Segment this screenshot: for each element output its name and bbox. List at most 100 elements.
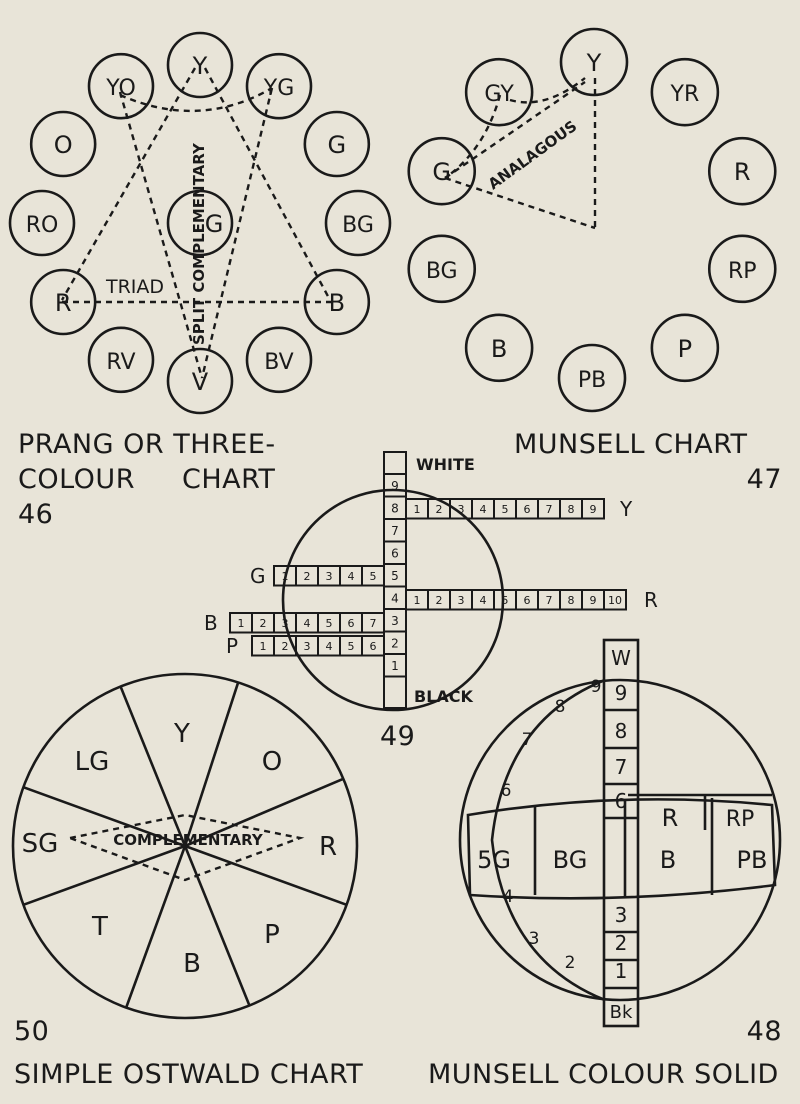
prang-caption-chart: CHART xyxy=(182,464,275,495)
ostwald-segment-label: O xyxy=(262,747,282,777)
ostwald-spoke xyxy=(119,686,187,847)
prang-triad-line xyxy=(60,67,197,301)
ostwald-spoke xyxy=(184,777,344,848)
munsell-hue-label: P xyxy=(678,335,692,363)
ostwald-outer-circle xyxy=(11,672,359,1020)
prang-split-line xyxy=(200,87,274,379)
solid-chroma-label: 3 xyxy=(529,929,540,949)
ostwald-segment-label: R xyxy=(319,832,337,862)
munsell-hue-label: PB xyxy=(578,368,606,393)
prang-split-line xyxy=(118,91,204,379)
grid-blue-row-value: 5 xyxy=(326,617,333,630)
grid-blue-row-value: 3 xyxy=(282,617,289,630)
munsell-analagous-line xyxy=(444,176,596,230)
prang-hue-label: RV xyxy=(106,350,135,375)
prang-split-line xyxy=(119,86,273,113)
grid-purple-row-value: 6 xyxy=(370,640,377,653)
grid-value-label: 9 xyxy=(391,479,399,493)
munsell-hue-label: B xyxy=(491,335,507,363)
munsell-hue-label: RP xyxy=(728,259,757,284)
munsell-hue-circle xyxy=(707,234,777,304)
grid-yellow-row-value: 9 xyxy=(590,503,597,516)
prang-caption-colour: COLOUR xyxy=(18,464,135,495)
solid-value-label: 2 xyxy=(615,931,628,955)
prang-hue-circle xyxy=(8,189,76,257)
prang-hue-label: RO xyxy=(26,213,59,238)
grid-red-row-value: 8 xyxy=(568,594,575,607)
munsell-hue-circle xyxy=(464,57,534,127)
prang-hue-circle xyxy=(166,31,234,99)
munsell-analagous-line xyxy=(444,94,502,179)
ostwald-segment-label: T xyxy=(91,912,108,942)
grid-green-row-label: G xyxy=(250,564,266,588)
grid-yellow-row-value: 8 xyxy=(568,503,575,516)
prang-hue-label: BV xyxy=(264,350,293,375)
grid-red-row-value: 2 xyxy=(436,594,443,607)
grid-green-row-value: 4 xyxy=(348,570,355,583)
grid-yellow-row-value: 3 xyxy=(458,503,465,516)
solid-value-column xyxy=(602,638,640,1028)
grid-red-row-value: 1 xyxy=(414,594,421,607)
grid-purple-row-value: 4 xyxy=(326,640,333,653)
solid-value-label: 1 xyxy=(615,959,628,983)
ostwald-figure-number: 50 xyxy=(14,1016,49,1047)
ostwald-segment-label: B xyxy=(183,949,201,979)
munsell-figure-number: 47 xyxy=(747,464,782,495)
munsell-hue-label: Y xyxy=(586,49,602,77)
ostwald-complementary-label: COMPLEMENTARY xyxy=(113,831,264,849)
grid-red-row-value: 3 xyxy=(458,594,465,607)
grid-green-row-value: 1 xyxy=(282,570,289,583)
solid-band-label: BG xyxy=(553,846,588,874)
grid-red-row-label: R xyxy=(644,588,658,612)
solid-chroma-label: 2 xyxy=(565,953,576,973)
ostwald-chart: Y O R P B T SG LG COMPLEMENTARY 50 SIMPLE OSTWA… xyxy=(11,672,363,1090)
prang-hue-label: YG xyxy=(263,76,295,101)
munsell-hue-circle xyxy=(650,57,720,127)
prang-hue-label: Y xyxy=(192,52,208,80)
solid-chroma-label: 8 xyxy=(555,697,566,717)
ostwald-segment-label: LG xyxy=(75,747,110,777)
ostwald-segment-label: Y xyxy=(173,719,190,749)
solid-caption: MUNSELL COLOUR SOLID xyxy=(428,1059,779,1090)
grid-red-row-value: 5 xyxy=(502,594,509,607)
munsell-analagous-line xyxy=(509,77,586,104)
grid-yellow-row-value: 7 xyxy=(546,503,553,516)
prang-hue-circle xyxy=(87,326,155,394)
solid-value-label: Bk xyxy=(610,1002,633,1023)
grid-value-label: 5 xyxy=(391,569,399,583)
ostwald-segment-label: P xyxy=(264,920,280,950)
munsell-hue-circle xyxy=(407,234,477,304)
prang-hue-circle xyxy=(29,110,97,178)
munsell-hue-label: G xyxy=(432,158,451,186)
ostwald-spoke xyxy=(22,844,186,907)
grid-blue-row-label: B xyxy=(204,611,218,635)
solid-band-label: B xyxy=(660,846,676,874)
grid-green-row-cell xyxy=(273,565,297,587)
grid-green-row-value: 2 xyxy=(304,570,311,583)
solid-chroma-label: 9 xyxy=(591,677,602,697)
munsell-analagous-label: ANALAGOUS xyxy=(485,117,581,193)
grid-red-row-cell xyxy=(603,589,627,611)
grid-green-row-value: 5 xyxy=(370,570,377,583)
grid-blue-row-value: 1 xyxy=(238,617,245,630)
grid-yellow-row-value: 6 xyxy=(524,503,531,516)
ostwald-spoke xyxy=(22,785,186,848)
prang-split-label: SPLIT COMPLEMENTARY xyxy=(190,142,208,345)
ostwald-segment-label: SG xyxy=(22,829,59,859)
grid-purple-row-value: 2 xyxy=(282,640,289,653)
solid-value-label: 7 xyxy=(615,755,628,779)
grid-purple-row-value: 5 xyxy=(348,640,355,653)
grid-red-row-value: 7 xyxy=(546,594,553,607)
grid-yellow-row-value: 4 xyxy=(480,503,487,516)
grid-figure-number: 49 xyxy=(380,721,415,752)
grid-purple-row-label: P xyxy=(226,634,238,658)
ostwald-caption: SIMPLE OSTWALD CHART xyxy=(14,1059,363,1090)
munsell-hue-circle xyxy=(407,136,477,206)
grid-value-label: 3 xyxy=(391,614,399,628)
prang-hue-circle xyxy=(303,110,371,178)
grid-yellow-row-label: Y xyxy=(619,497,633,521)
